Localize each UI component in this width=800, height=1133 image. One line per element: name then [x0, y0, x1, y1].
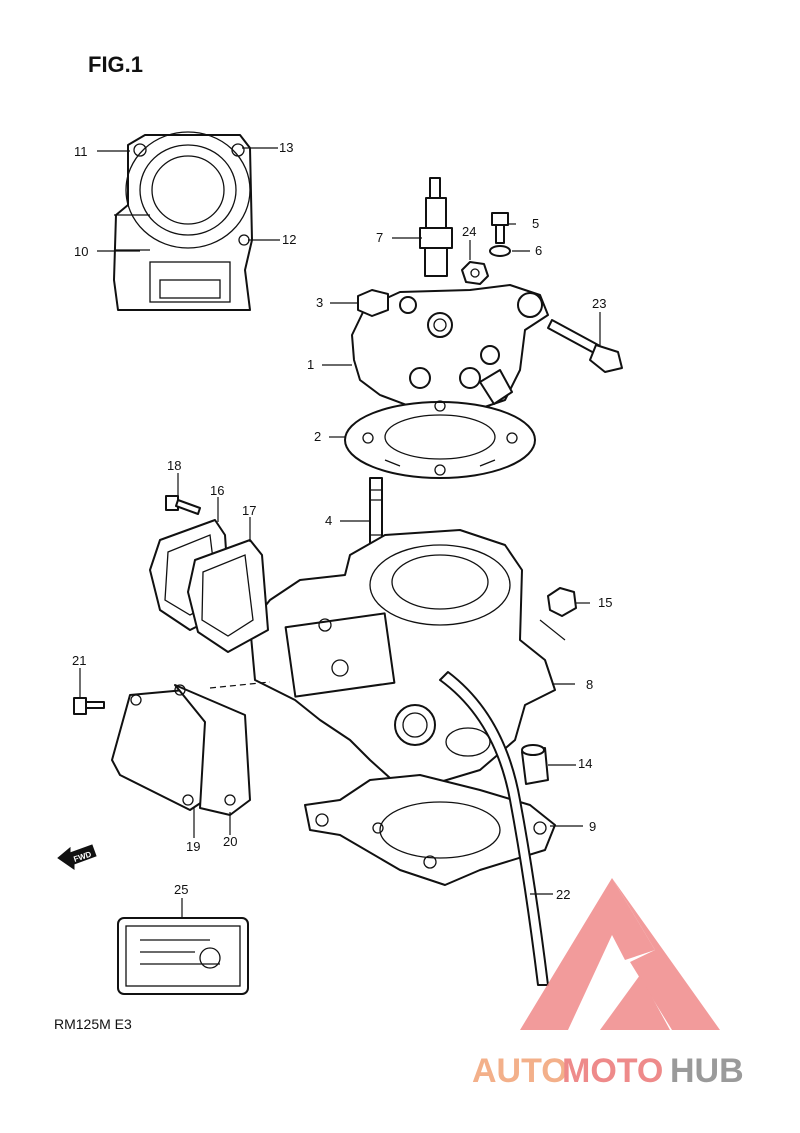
callout-labels: 1 2 3 4 5 6 7 8 9 10 11 12 13 14 15 16 1… [72, 140, 612, 902]
fwd-arrow-icon: FWD [57, 844, 97, 870]
bolt-18-drawing [165, 495, 201, 515]
callout-1: 1 [307, 357, 314, 372]
nut-drawing [357, 289, 389, 317]
watermark-logo [520, 878, 720, 1030]
callout-20: 20 [223, 834, 237, 849]
dowel-drawing [521, 744, 549, 785]
callout-6: 6 [535, 243, 542, 258]
callout-7: 7 [376, 230, 383, 245]
callout-24: 24 [462, 224, 476, 239]
callout-10: 10 [74, 244, 88, 259]
callout-25: 25 [174, 882, 188, 897]
callout-22: 22 [556, 887, 570, 902]
long-bolt-drawing [547, 319, 623, 373]
small-fasteners-drawing [461, 212, 511, 285]
cylinder-head-drawing [351, 284, 549, 413]
model-code: RM125M E3 [54, 1016, 132, 1032]
callout-4: 4 [325, 513, 332, 528]
cylinder-drawing [249, 529, 556, 786]
base-gasket-drawing [304, 774, 556, 886]
callout-3: 3 [316, 295, 323, 310]
callout-9: 9 [589, 819, 596, 834]
bolt-21-drawing [73, 697, 105, 715]
figure-title: FIG.1 [88, 52, 143, 77]
callout-8: 8 [586, 677, 593, 692]
callout-16: 16 [210, 483, 224, 498]
callout-18: 18 [167, 458, 181, 473]
callout-5: 5 [532, 216, 539, 231]
callout-15: 15 [598, 595, 612, 610]
watermark-text: AUTO MOTO HUB [472, 1052, 744, 1090]
callout-23: 23 [592, 296, 606, 311]
leader-lines [79, 147, 601, 918]
callout-13: 13 [279, 140, 293, 155]
cylinder-overview-drawing [113, 131, 253, 311]
callout-21: 21 [72, 653, 86, 668]
svg-text:MOTO: MOTO [562, 1052, 663, 1090]
callout-11: 11 [74, 144, 88, 159]
label-plate-drawing [117, 917, 249, 995]
callout-17: 17 [242, 503, 256, 518]
callout-19: 19 [186, 839, 200, 854]
svg-text:HUB: HUB [670, 1052, 744, 1090]
spark-plug-drawing [419, 177, 453, 277]
callout-12: 12 [282, 232, 296, 247]
callout-14: 14 [578, 756, 592, 771]
nut-15-drawing [547, 587, 577, 617]
svg-text:AUTO: AUTO [472, 1052, 568, 1090]
callout-2: 2 [314, 429, 321, 444]
head-gasket-drawing [344, 400, 536, 479]
reed-gaskets-drawing [149, 519, 269, 653]
cover-plates-drawing [111, 684, 251, 816]
